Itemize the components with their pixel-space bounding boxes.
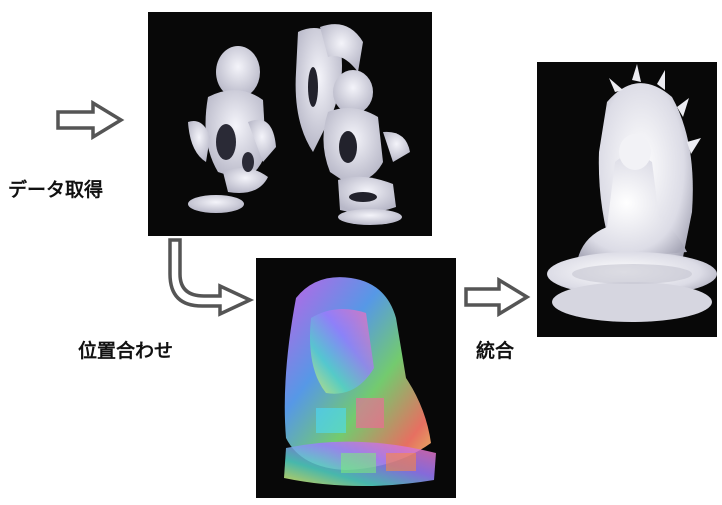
curved-arrow-icon	[168, 236, 256, 318]
input-arrow-icon	[55, 100, 125, 140]
step-label-acquire: データ取得	[8, 175, 103, 202]
merged-model-image	[537, 62, 717, 337]
right-arrow-icon	[463, 277, 531, 317]
step-label-merge: 統合	[476, 336, 514, 363]
step-label-align: 位置合わせ	[78, 336, 173, 363]
merged-base-bottom	[552, 282, 712, 322]
aligned-data-image	[256, 258, 456, 498]
scan-data-image	[148, 12, 432, 236]
